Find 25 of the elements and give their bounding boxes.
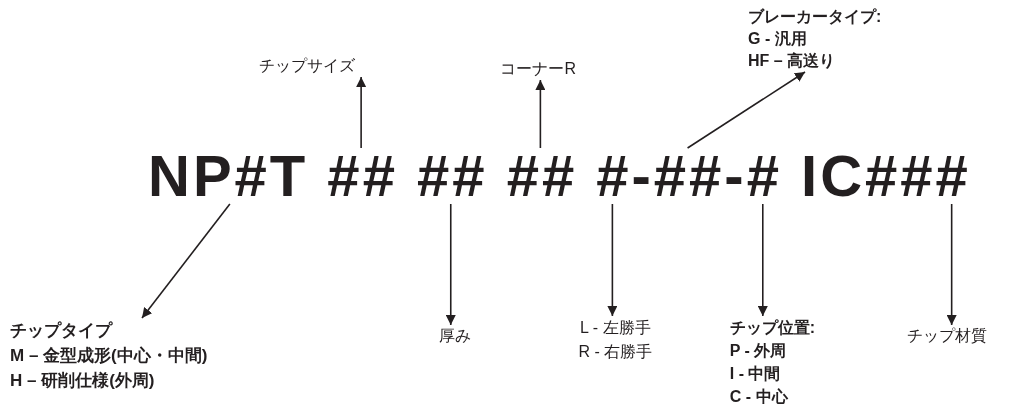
field-label: チップ材質 (906, 325, 987, 347)
arrow (141, 203, 231, 319)
option-text: HF – 高送り (748, 51, 837, 71)
option-text: H – 研削仕様(外周) (10, 370, 156, 392)
arrow (686, 71, 806, 149)
field-label: 厚み (438, 325, 471, 347)
option-text: I - 中間 (729, 364, 782, 384)
arrow (445, 203, 456, 326)
option-text: P - 外周 (729, 341, 788, 361)
arrow (757, 203, 768, 317)
heading-text: ブレーカータイプ: (748, 7, 882, 27)
option-text: M – 金型成形(中心・中間) (10, 345, 208, 367)
heading-text: チップ位置: (729, 318, 816, 338)
heading-text: チップタイプ (10, 320, 114, 342)
option-text: R - 右勝手 (578, 342, 653, 362)
arrow (535, 79, 546, 149)
part-number-code: NP#T ## ## ## #-##-# IC### (148, 148, 971, 204)
arrow (356, 76, 367, 149)
option-text: L - 左勝手 (579, 318, 652, 338)
field-label: コーナーR (500, 58, 576, 80)
option-text: G - 汎用 (748, 29, 808, 49)
field-label: チップサイズ (259, 55, 356, 77)
arrow (946, 203, 957, 326)
option-text: C - 中心 (729, 387, 789, 407)
arrow (607, 203, 618, 317)
